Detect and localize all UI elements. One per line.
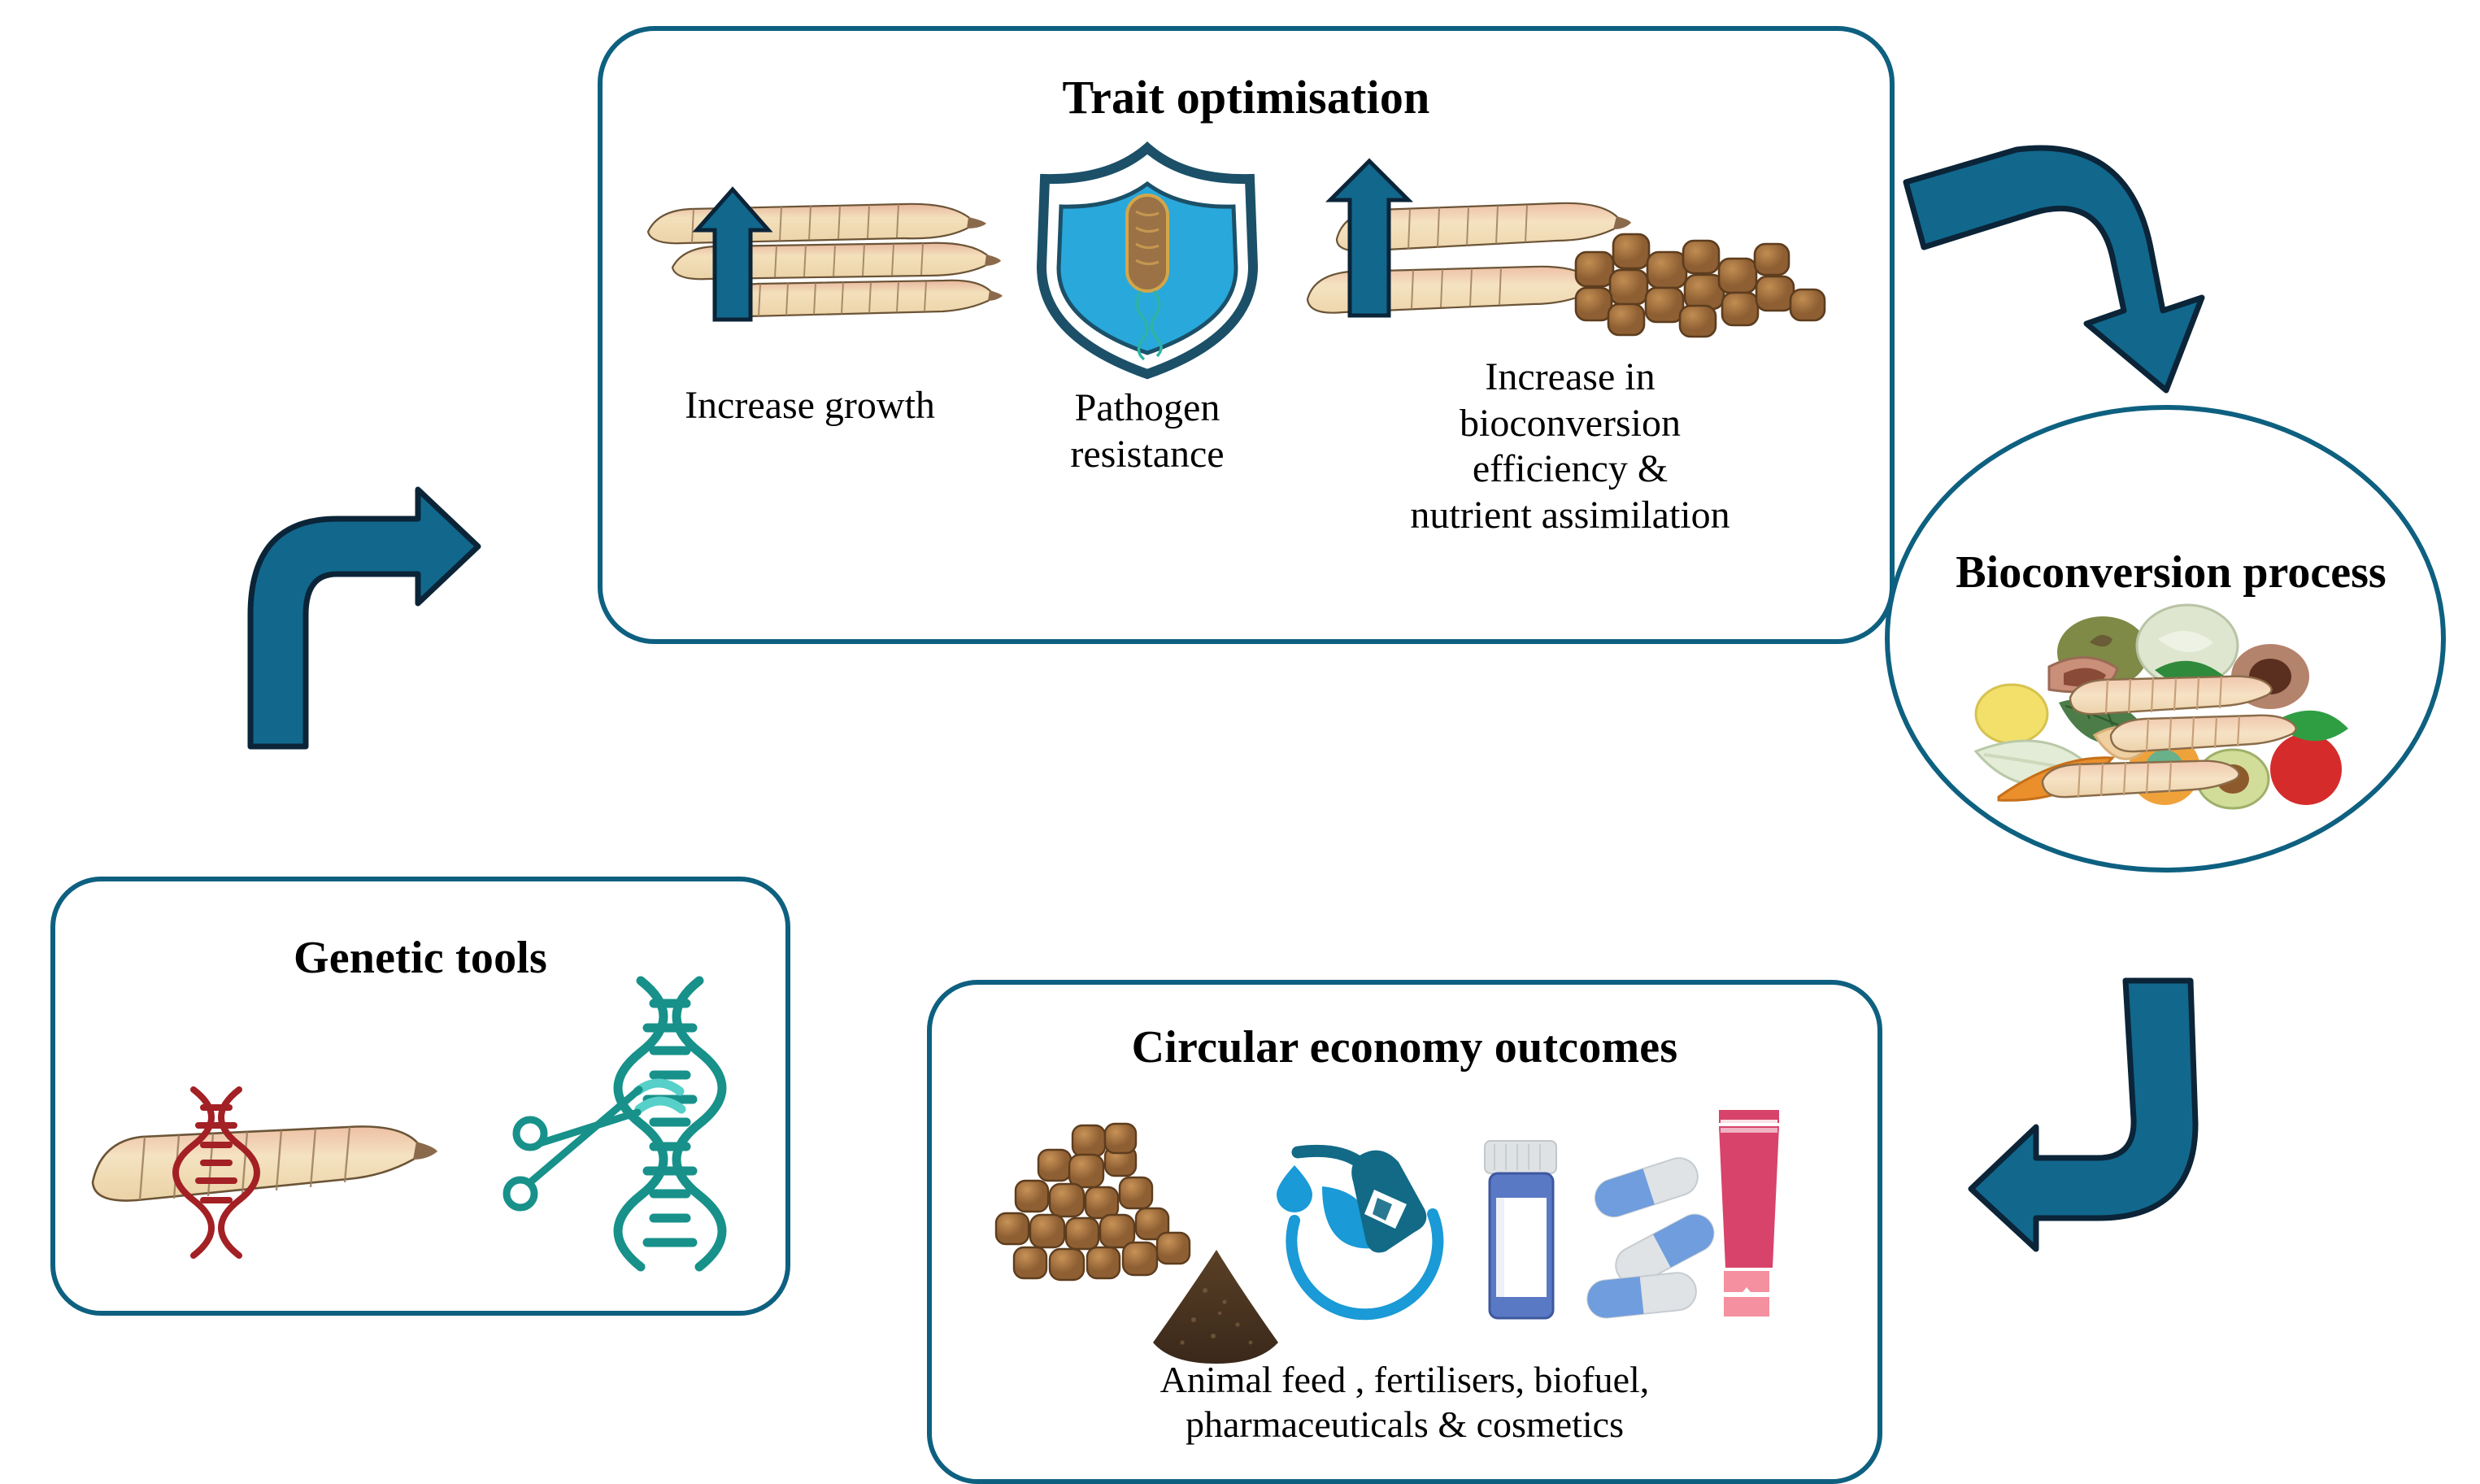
food-waste-pile-with-larvae-icon bbox=[1951, 592, 2391, 820]
dna-helix-with-scissors-icon bbox=[494, 969, 763, 1286]
node-circular-economy-outcomes[interactable]: Circular economy outcomes bbox=[927, 980, 1882, 1484]
node-genetic-tools[interactable]: Genetic tools bbox=[50, 877, 790, 1316]
node-trait-optimisation[interactable]: Trait optimisation bbox=[598, 26, 1895, 644]
trait-item-bioconversion-efficiency[interactable]: Increase in bioconversion efficiency & n… bbox=[1290, 158, 1851, 537]
cosmetic-tube-icon bbox=[1704, 1105, 1794, 1325]
arrow-bioconversion-to-circular bbox=[1955, 964, 2280, 1290]
shield-with-bacterium-icon bbox=[993, 137, 1302, 381]
increase-growth-label: Increase growth bbox=[685, 384, 935, 427]
circular-caption-line2: pharmaceuticals & cosmetics bbox=[1185, 1403, 1625, 1445]
genetic-tools-title: Genetic tools bbox=[293, 933, 548, 983]
bioconversion-efficiency-label-line3: efficiency & bbox=[1472, 447, 1669, 491]
circular-economy-caption: Animal feed , fertilisers, biofuel, phar… bbox=[932, 1358, 1877, 1447]
pathogen-resistance-label-line2: resistance bbox=[1070, 432, 1225, 476]
circular-caption-line1: Animal feed , fertilisers, biofuel, bbox=[1160, 1359, 1650, 1401]
feed-pellets-icon bbox=[985, 1119, 1212, 1306]
trait-optimisation-title: Trait optimisation bbox=[1062, 71, 1430, 124]
arrow-trait-to-bioconversion bbox=[1895, 145, 2236, 408]
bioconversion-efficiency-label-line1: Increase in bbox=[1485, 355, 1656, 398]
bioconversion-efficiency-label-line4: nutrient assimilation bbox=[1410, 493, 1730, 537]
larva-with-dna-helix-icon bbox=[80, 1060, 470, 1272]
three-larvae-with-up-arrow-icon bbox=[619, 181, 1003, 368]
arrow-genetic-to-trait bbox=[241, 485, 485, 753]
two-larvae-with-pellets-and-up-arrow-icon bbox=[1290, 158, 1851, 348]
circular-economy-title: Circular economy outcomes bbox=[1131, 1022, 1678, 1073]
biofuel-pump-with-drop-icon bbox=[1273, 1123, 1460, 1326]
pill-bottle-icon bbox=[1477, 1138, 1566, 1325]
pathogen-resistance-label-line1: Pathogen bbox=[1074, 386, 1220, 429]
trait-item-increase-growth[interactable]: Increase growth bbox=[619, 181, 1003, 427]
node-bioconversion-process[interactable] bbox=[1885, 405, 2446, 873]
soil-fertiliser-mound-icon bbox=[1135, 1245, 1298, 1375]
bioconversion-process-title: Bioconversion process bbox=[1956, 547, 2386, 598]
bioconversion-efficiency-label-line2: bioconversion bbox=[1460, 401, 1681, 445]
capsules-icon bbox=[1582, 1151, 1737, 1330]
trait-item-pathogen-resistance[interactable]: Pathogen resistance bbox=[993, 137, 1302, 476]
